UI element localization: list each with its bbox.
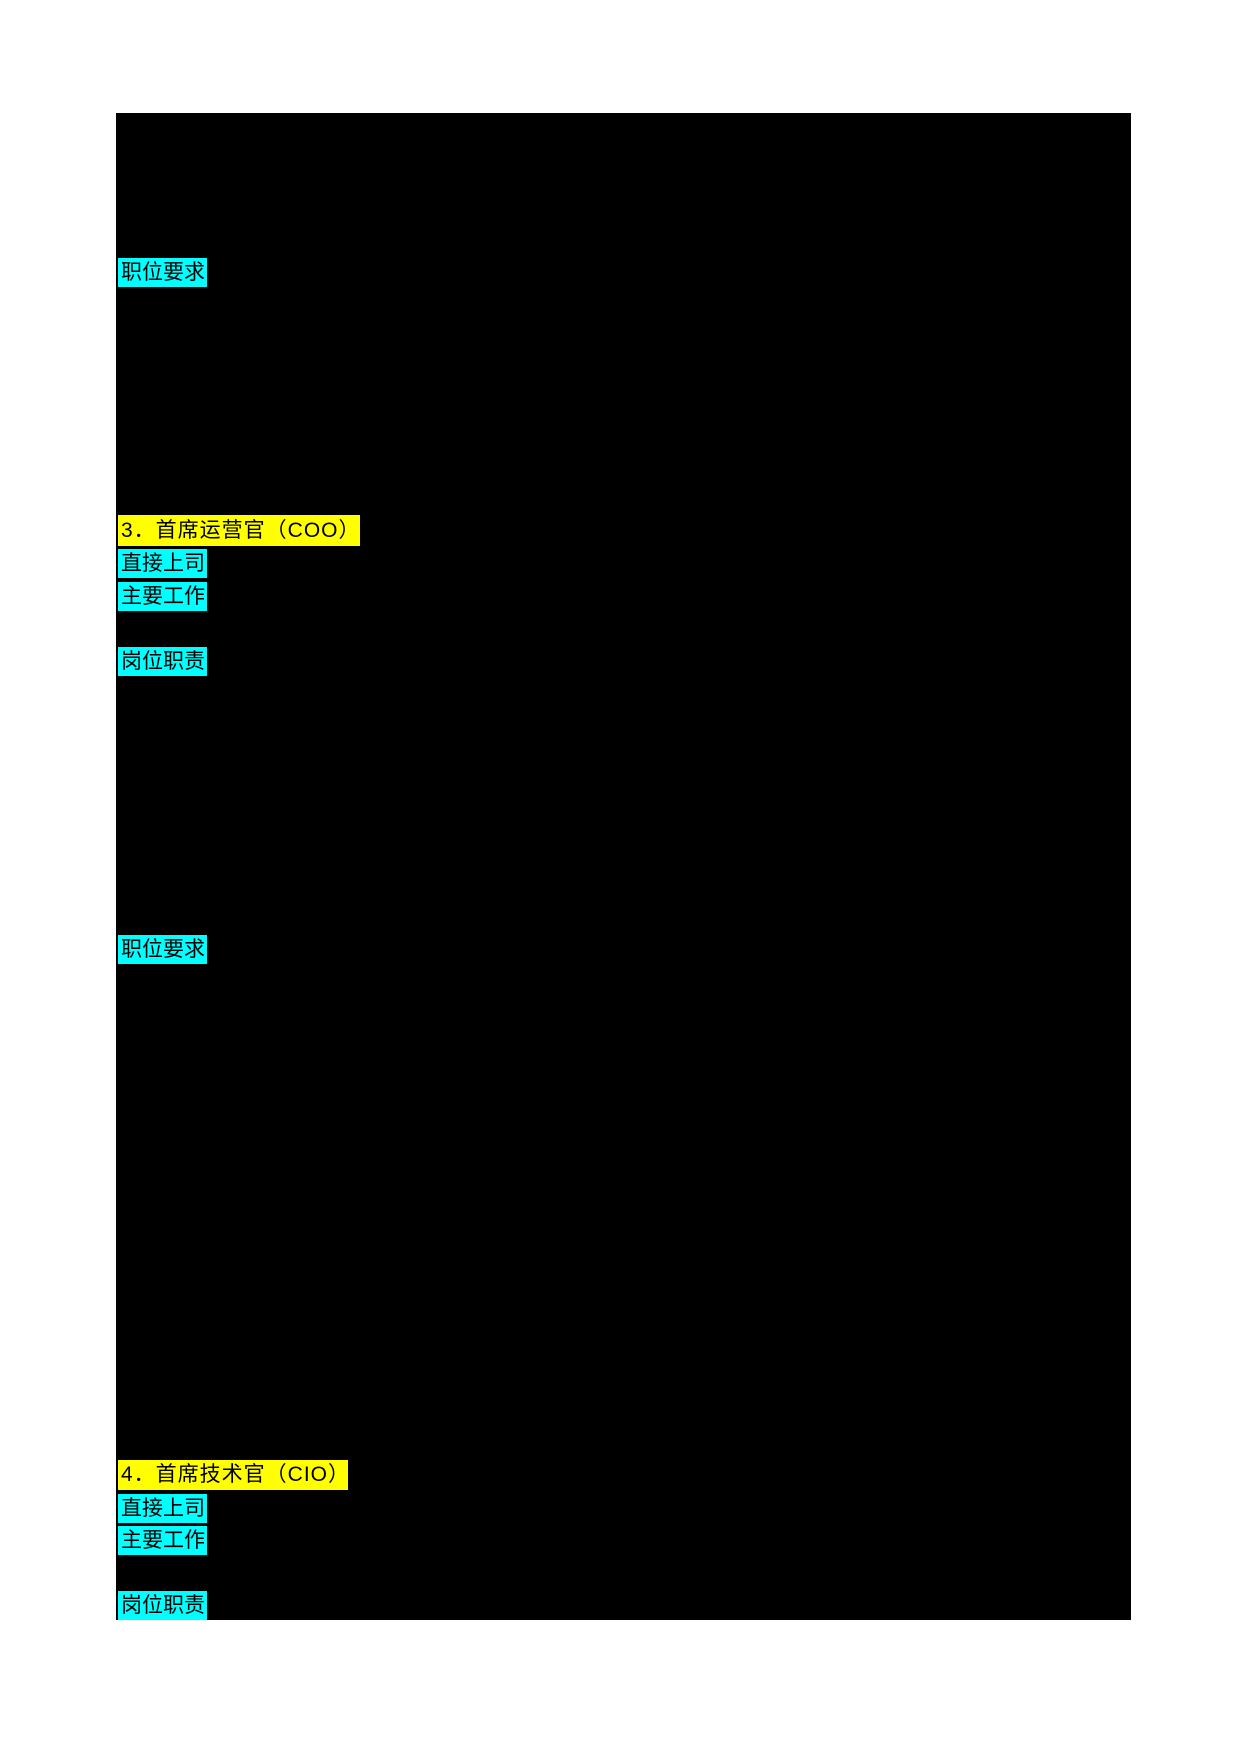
label-direct-supervisor-2: 直接上司 xyxy=(118,1494,207,1523)
label-direct-supervisor-1: 直接上司 xyxy=(118,549,207,578)
heading-coo-section: 3．首席运营官（COO） xyxy=(118,515,360,546)
label-position-requirements-2: 职位要求 xyxy=(118,935,207,964)
label-main-work-1: 主要工作 xyxy=(118,582,207,611)
label-position-requirements-1: 职位要求 xyxy=(118,258,207,287)
heading-cio-section: 4．首席技术官（CIO） xyxy=(118,1460,348,1490)
label-main-work-2: 主要工作 xyxy=(118,1526,207,1555)
label-job-duties-2: 岗位职责 xyxy=(118,1591,207,1620)
label-job-duties-1: 岗位职责 xyxy=(118,647,207,676)
document-page: 职位要求 3．首席运营官（COO） 直接上司 主要工作 岗位职责 职位要求 4．… xyxy=(116,113,1131,1620)
